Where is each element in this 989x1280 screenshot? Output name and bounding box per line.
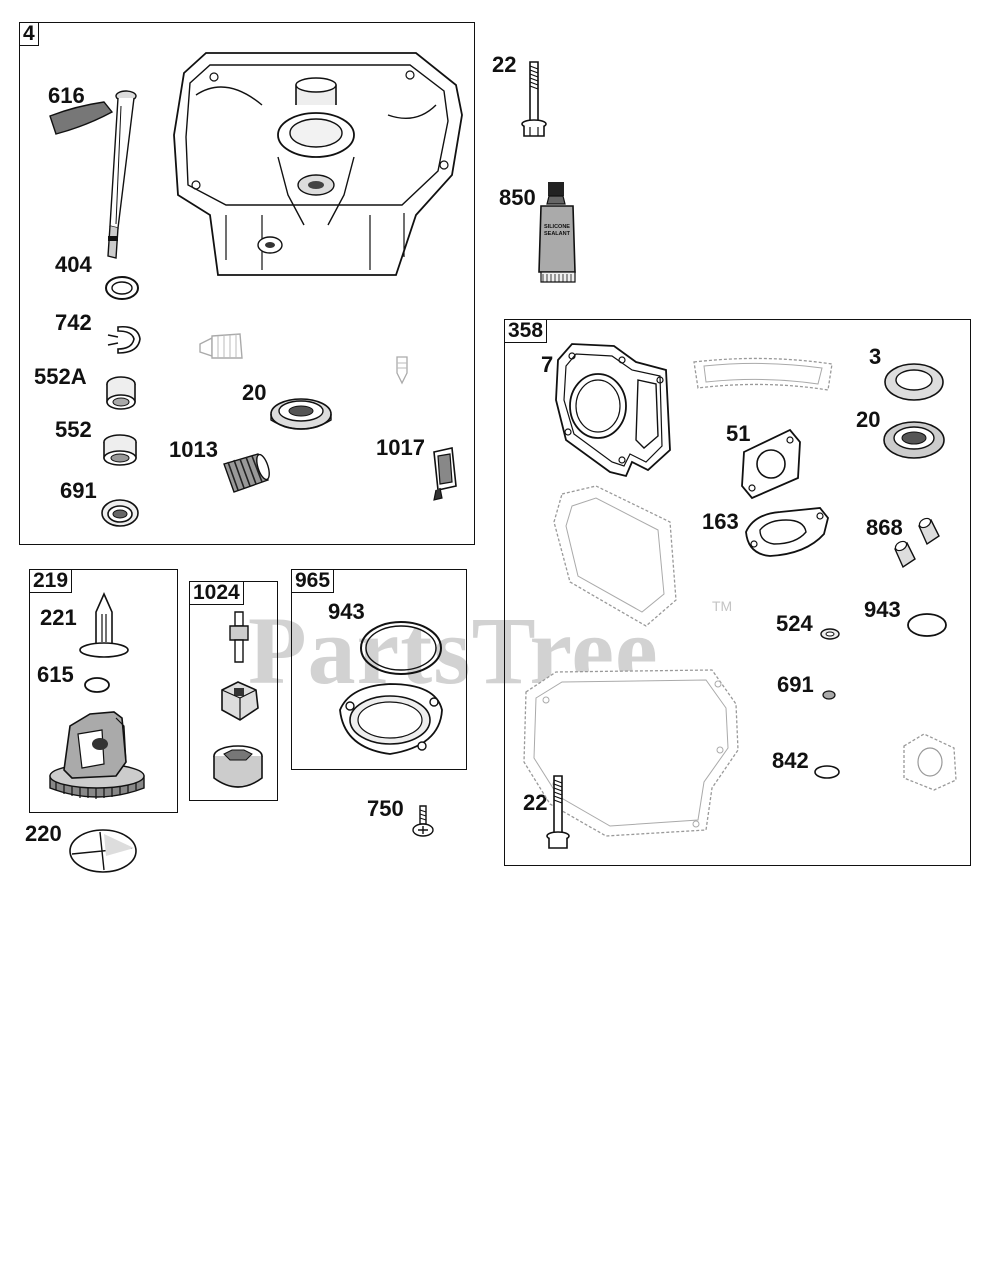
gasket-163-part[interactable] xyxy=(740,504,832,560)
rocker-gasket-ghost-part xyxy=(688,352,838,396)
bolt-22b-part[interactable] xyxy=(544,774,572,854)
inner-rotor-part[interactable] xyxy=(216,680,262,724)
part-label-850[interactable]: 850 xyxy=(499,185,536,210)
retaining-ring-742-part[interactable] xyxy=(104,323,144,357)
part-label-1017[interactable]: 1017 xyxy=(376,435,425,460)
washer-404-part[interactable] xyxy=(104,274,140,302)
governor-shaft-part[interactable] xyxy=(46,86,146,268)
dowel-pin-868a-part[interactable] xyxy=(915,518,943,548)
group-tag-4: 4 xyxy=(20,23,39,46)
group-tag-358: 358 xyxy=(505,320,548,343)
part-label-616[interactable]: 616 xyxy=(48,83,85,108)
part-label-7[interactable]: 7 xyxy=(541,352,554,377)
part-label-163[interactable]: 163 xyxy=(702,509,739,534)
seal-20-part[interactable] xyxy=(880,416,948,464)
group-box-965: 965 xyxy=(291,569,467,770)
bearing-20-part[interactable] xyxy=(268,394,334,434)
washer-220-part[interactable] xyxy=(66,826,140,876)
part-label-742[interactable]: 742 xyxy=(55,310,92,335)
head-gasket-7-part[interactable] xyxy=(548,340,674,480)
group-tag-965: 965 xyxy=(292,570,335,593)
part-label-842[interactable]: 842 xyxy=(772,748,809,773)
part-label-221[interactable]: 221 xyxy=(40,605,77,630)
ring-524-part[interactable] xyxy=(818,626,842,642)
dowel-pin-868b-part[interactable] xyxy=(891,541,919,571)
group-box-1024: 1024 xyxy=(189,581,278,801)
bushing-552A-part[interactable] xyxy=(101,374,141,414)
small-plug-ghost-part xyxy=(393,355,411,385)
ring-842-part[interactable] xyxy=(812,762,842,782)
part-label-943[interactable]: 943 xyxy=(864,597,901,622)
seal-691-part[interactable] xyxy=(99,496,141,530)
threaded-sleeve-1013-part[interactable] xyxy=(218,450,274,498)
part-label-220[interactable]: 220 xyxy=(25,821,62,846)
exhaust-gasket-ghost-part xyxy=(896,730,962,794)
seal-691b-part[interactable] xyxy=(820,688,838,702)
part-label-943[interactable]: 943 xyxy=(328,599,365,624)
valve-cover-gasket-ghost-part xyxy=(548,482,682,630)
part-label-615[interactable]: 615 xyxy=(37,662,74,687)
crankcase-gasket-ghost-part xyxy=(516,664,742,840)
part-label-750[interactable]: 750 xyxy=(367,796,404,821)
group-box-4: 4 xyxy=(19,22,475,545)
silicone-sealant-tube-part[interactable]: SILICONE SEALANT xyxy=(533,180,583,286)
part-label-524[interactable]: 524 xyxy=(776,611,813,636)
bushing-552-part[interactable] xyxy=(99,432,141,472)
part-label-1013[interactable]: 1013 xyxy=(169,437,218,462)
part-label-404[interactable]: 404 xyxy=(55,252,92,277)
part-label-20[interactable]: 20 xyxy=(856,407,881,432)
group-box-358: 358 xyxy=(504,319,971,866)
governor-pin-221-part[interactable] xyxy=(76,592,132,662)
part-label-691[interactable]: 691 xyxy=(777,672,814,697)
bracket-1017-part[interactable] xyxy=(426,446,460,504)
part-label-691[interactable]: 691 xyxy=(60,478,97,503)
outer-rotor-part[interactable] xyxy=(210,742,266,794)
part-label-3[interactable]: 3 xyxy=(869,344,882,369)
part-label-22[interactable]: 22 xyxy=(492,52,517,77)
o-ring-943b-part[interactable] xyxy=(904,610,950,640)
crankcase-cover-part[interactable] xyxy=(166,45,470,279)
seal-3-part[interactable] xyxy=(882,360,946,404)
bolt-22-part[interactable] xyxy=(518,60,550,144)
part-label-552[interactable]: 552 xyxy=(55,417,92,442)
o-ring-943-part[interactable] xyxy=(356,618,446,678)
tube-text-line2: SEALANT xyxy=(544,231,571,237)
pump-cover-part[interactable] xyxy=(330,680,450,758)
part-label-51[interactable]: 51 xyxy=(726,421,751,446)
watermark-tm: TM xyxy=(712,598,733,614)
ring-615-part[interactable] xyxy=(82,675,112,695)
part-label-868[interactable]: 868 xyxy=(866,515,903,540)
pump-shaft-part[interactable] xyxy=(224,610,254,666)
part-label-22[interactable]: 22 xyxy=(523,790,548,815)
plug-ghost-part xyxy=(196,330,246,364)
part-label-552A[interactable]: 552A xyxy=(34,364,87,389)
group-tag-1024: 1024 xyxy=(190,582,244,605)
screw-750-part[interactable] xyxy=(410,804,438,840)
group-box-219: 219 xyxy=(29,569,178,813)
intake-gasket-51-part[interactable] xyxy=(738,428,802,500)
part-label-20[interactable]: 20 xyxy=(242,380,267,405)
governor-gear-part[interactable] xyxy=(42,706,152,802)
group-tag-219: 219 xyxy=(30,570,73,593)
tube-text-line1: SILICONE xyxy=(544,224,570,230)
